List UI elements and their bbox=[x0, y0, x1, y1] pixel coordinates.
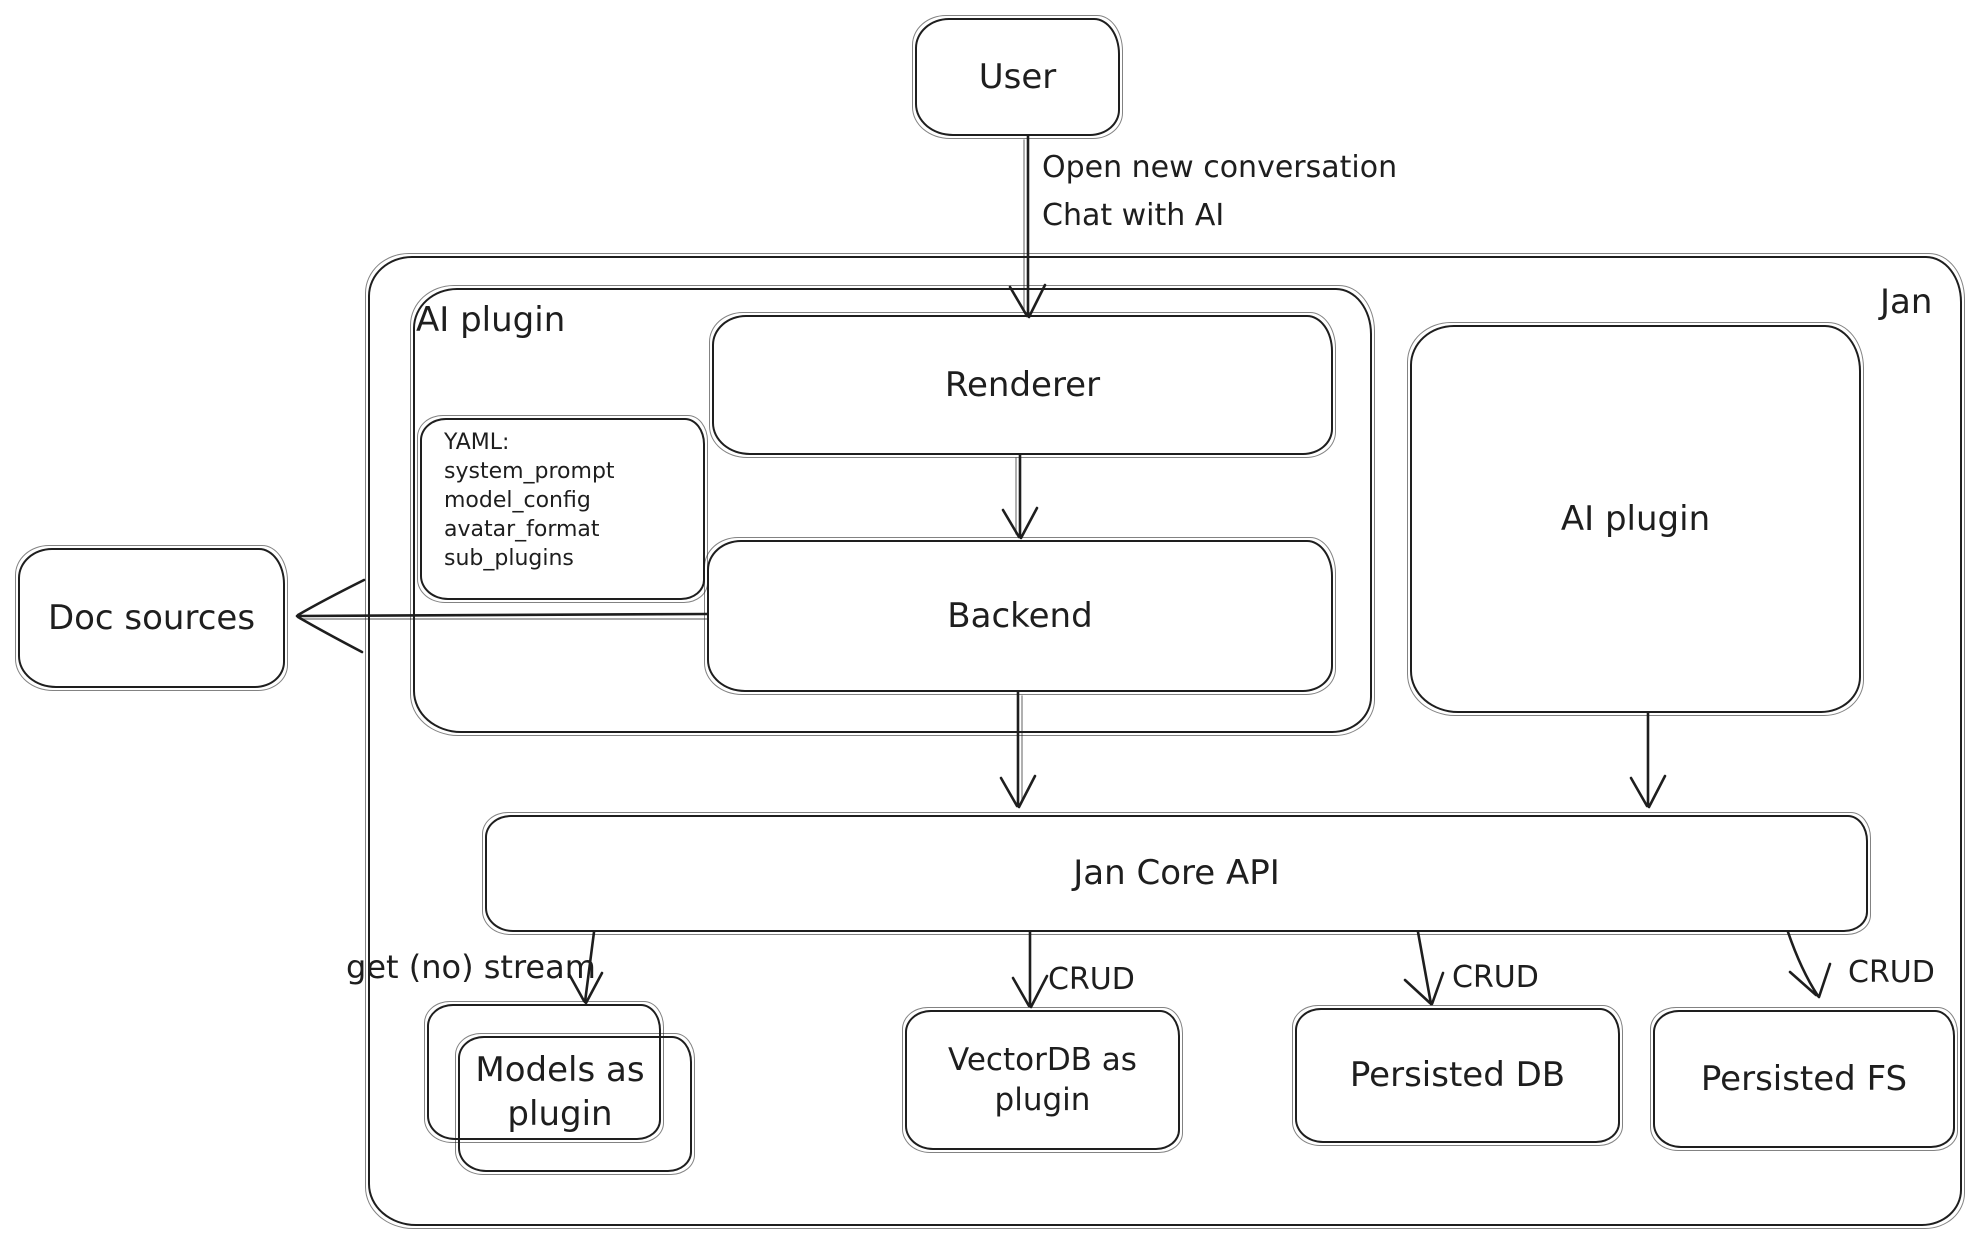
user-node-label: User bbox=[978, 56, 1057, 97]
vectordb-plugin-node: VectorDB as plugin bbox=[902, 1007, 1183, 1153]
yaml-line-model-config: model_config bbox=[444, 488, 591, 513]
backend-node-label: Backend bbox=[947, 595, 1093, 636]
ai-plugin-right-node: AI plugin bbox=[1407, 322, 1864, 716]
doc-sources-node: Doc sources bbox=[15, 545, 288, 691]
yaml-line-title: YAML: bbox=[444, 430, 510, 455]
jan-core-api-node-label: Jan Core API bbox=[1073, 853, 1280, 894]
user-arrow-label-line1: Open new conversation bbox=[1042, 150, 1398, 185]
persisted-db-node-label: Persisted DB bbox=[1349, 1055, 1566, 1096]
edge-label-crud-persisted-fs: CRUD bbox=[1848, 955, 1935, 990]
backend-node: Backend bbox=[704, 537, 1336, 695]
persisted-fs-node-label: Persisted FS bbox=[1700, 1058, 1908, 1099]
edge-label-get-no-stream: get (no) stream bbox=[346, 948, 596, 986]
yaml-line-system-prompt: system_prompt bbox=[444, 459, 615, 484]
user-arrow-label-line2: Chat with AI bbox=[1042, 198, 1225, 233]
vectordb-plugin-label-line2: plugin bbox=[994, 1082, 1091, 1118]
persisted-fs-node: Persisted FS bbox=[1650, 1007, 1958, 1151]
renderer-node: Renderer bbox=[709, 312, 1336, 458]
models-plugin-label-line1: Models as bbox=[475, 1050, 645, 1090]
ai-plugin-container-label: AI plugin bbox=[416, 300, 566, 340]
persisted-db-node: Persisted DB bbox=[1292, 1005, 1623, 1146]
ai-plugin-right-node-label: AI plugin bbox=[1560, 498, 1711, 539]
models-plugin-node-back bbox=[424, 1001, 664, 1143]
jan-core-api-node: Jan Core API bbox=[482, 812, 1871, 935]
models-plugin-label-line2: plugin bbox=[507, 1094, 613, 1135]
yaml-line-avatar-format: avatar_format bbox=[444, 517, 600, 542]
edge-label-crud-vectordb: CRUD bbox=[1048, 962, 1135, 997]
jan-container-label: Jan bbox=[1880, 282, 1933, 322]
yaml-note: YAML: system_prompt model_config avatar_… bbox=[417, 415, 708, 603]
renderer-node-label: Renderer bbox=[944, 364, 1101, 405]
models-plugin-label: Models as plugin bbox=[440, 1048, 680, 1136]
yaml-line-sub-plugins: sub_plugins bbox=[444, 546, 574, 571]
doc-sources-node-label: Doc sources bbox=[47, 597, 256, 638]
vectordb-plugin-label-line1: VectorDB as bbox=[948, 1041, 1137, 1078]
user-node: User bbox=[912, 15, 1123, 139]
edge-label-crud-persisted-db: CRUD bbox=[1452, 960, 1539, 995]
